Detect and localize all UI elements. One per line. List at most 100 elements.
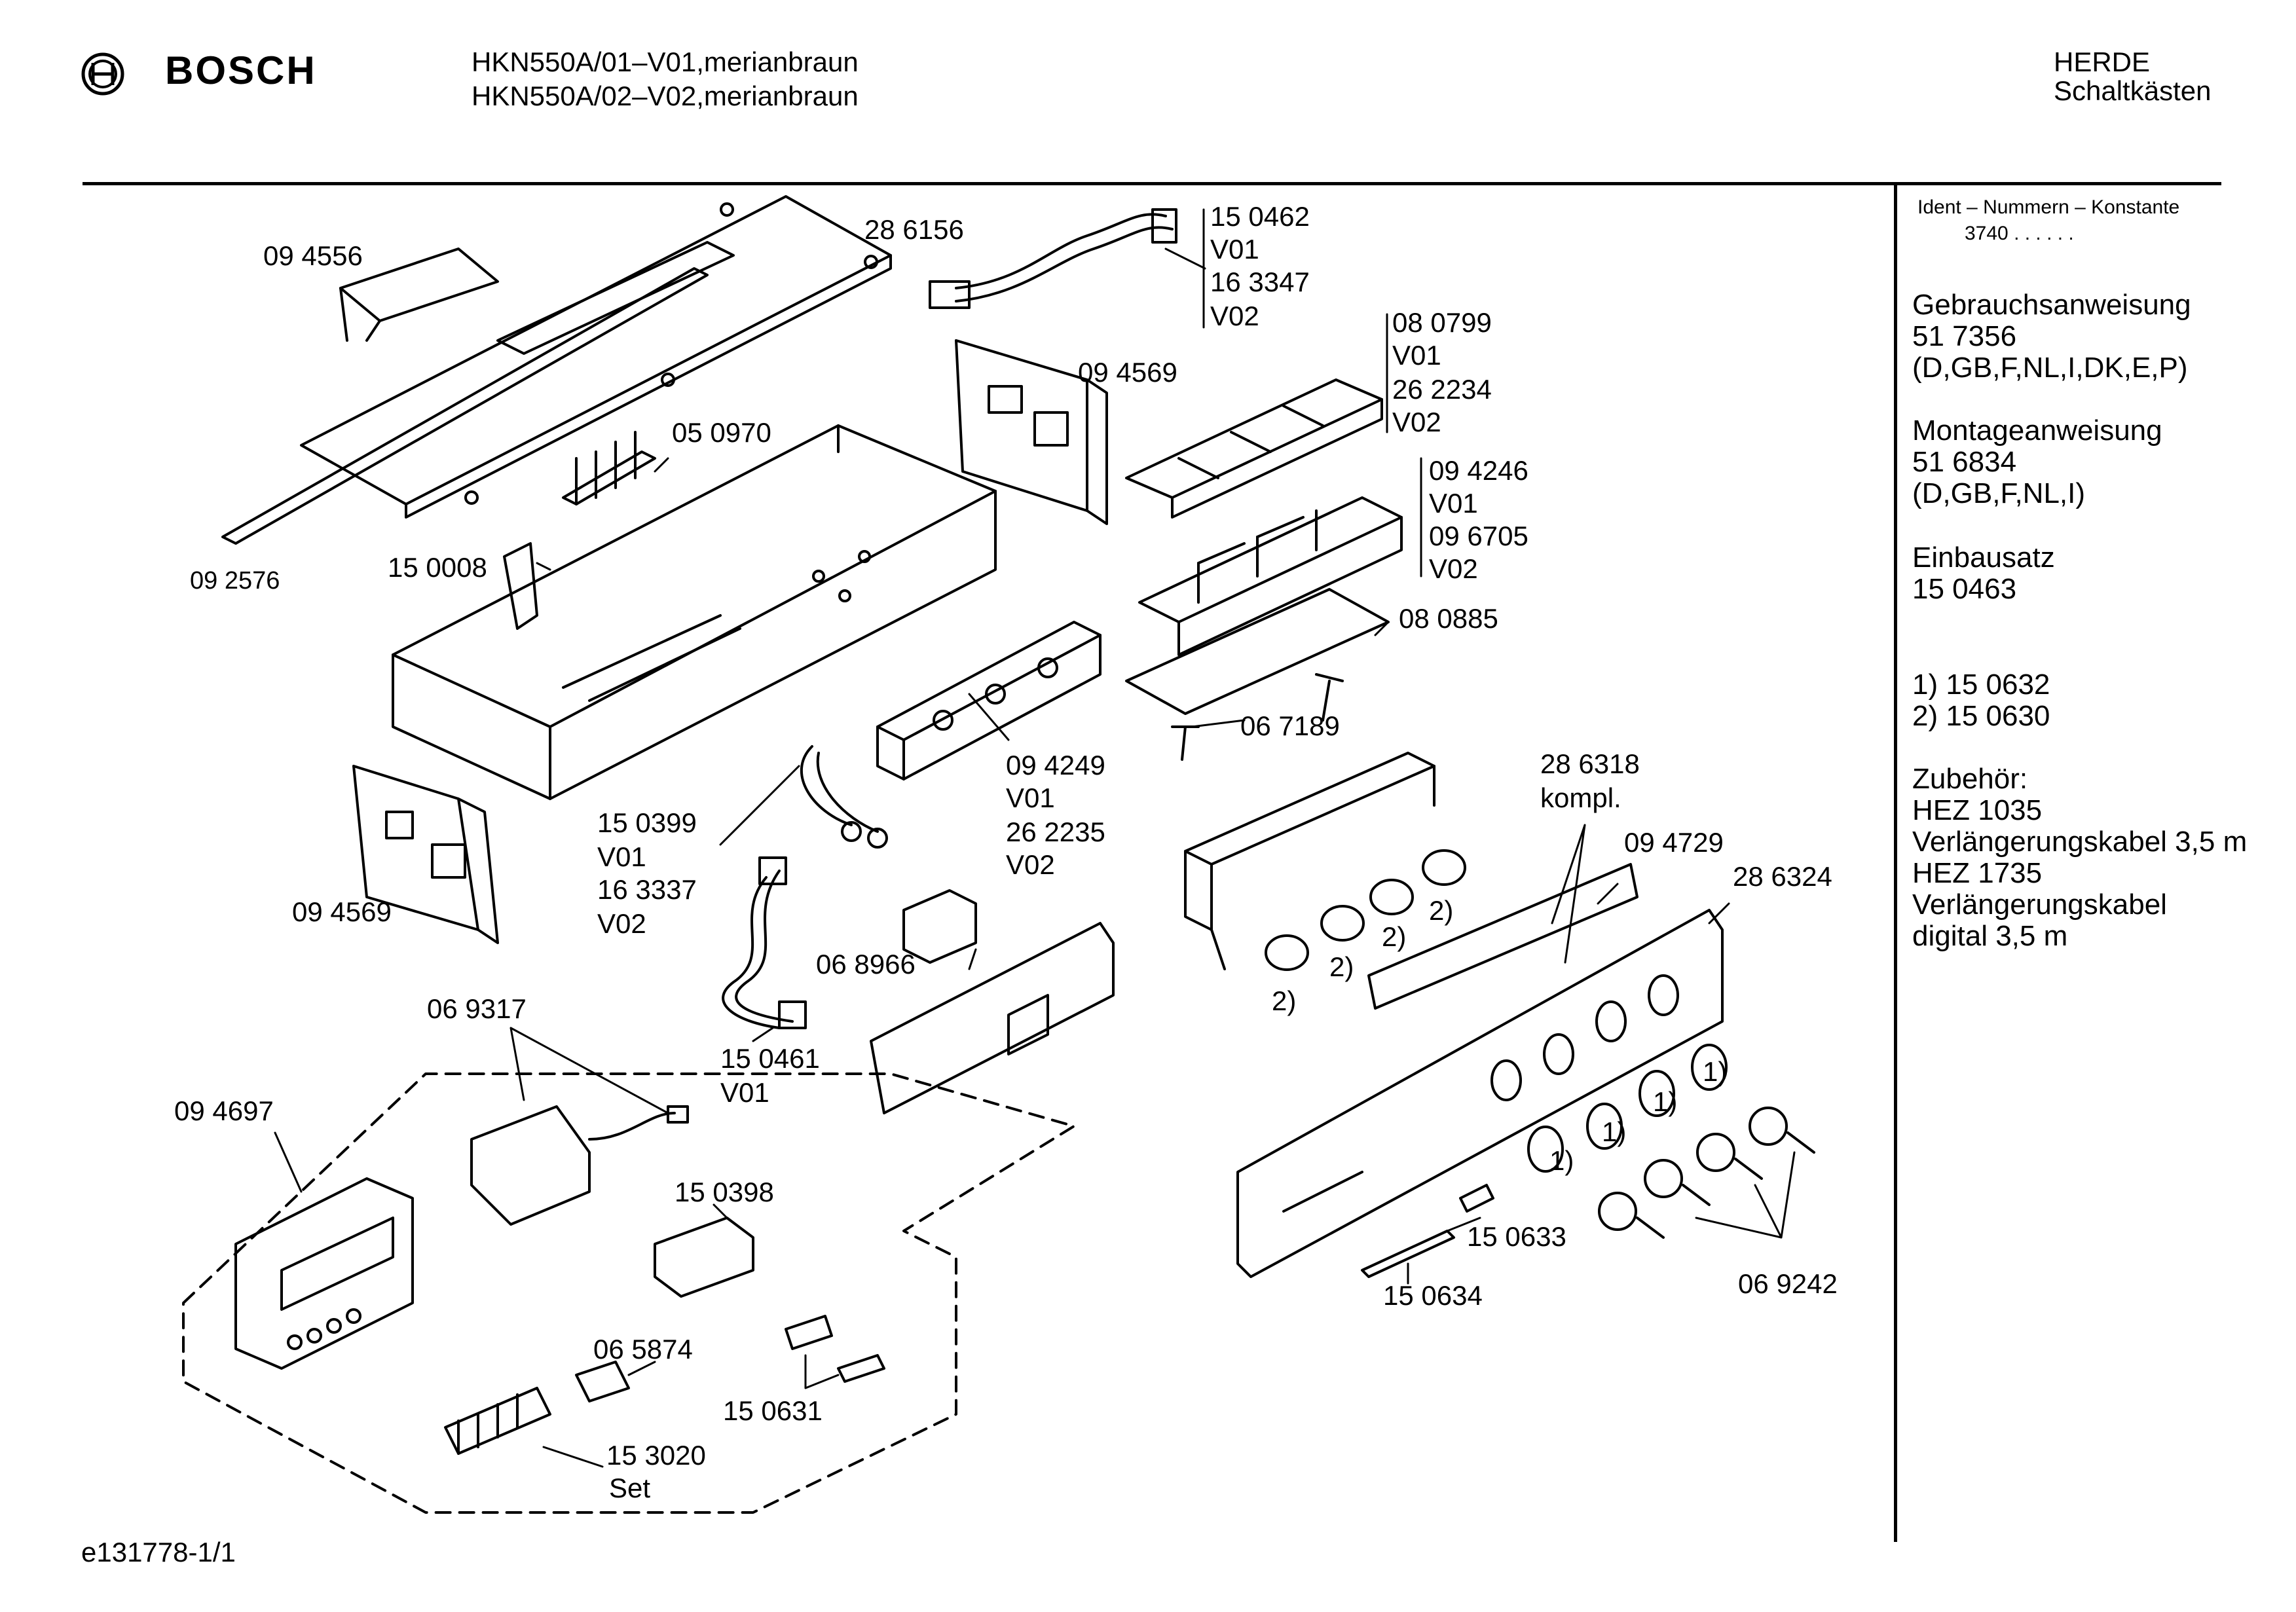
- cable-part: [722, 745, 888, 1029]
- callout-080799-a: 08 0799: [1392, 307, 1492, 338]
- ident-title: Ident – Nummern – Konstante: [1917, 196, 2180, 218]
- callout-150633: 15 0633: [1467, 1221, 1566, 1252]
- callout-150461-a: 15 0461: [720, 1043, 820, 1074]
- callout-092576: 09 2576: [190, 567, 280, 595]
- housing-part: [392, 424, 997, 800]
- exploded-diagram: [182, 195, 1815, 1514]
- small-switch-part: [654, 1217, 754, 1298]
- model-line-1: HKN550A/01–V01,merianbraun: [472, 46, 859, 77]
- callout-286324: 28 6324: [1733, 861, 1832, 892]
- side-bracket-lower-part: [352, 765, 499, 944]
- callout-094249-c: 26 2235: [1006, 816, 1105, 847]
- callout-080799-c: 26 2234: [1392, 374, 1492, 405]
- sidebar-line: 51 6834: [1912, 446, 2017, 478]
- footnote-2-b: 2): [1382, 921, 1407, 952]
- pcb-part: [1367, 863, 1639, 1010]
- footnote-2-a: 2): [1429, 895, 1454, 926]
- sidebar-line: 2) 15 0630: [1912, 700, 2050, 732]
- callout-150634: 15 0634: [1383, 1280, 1483, 1311]
- callout-150399-c: 16 3337: [597, 874, 697, 905]
- rail-part: [221, 267, 709, 545]
- callout-094246-b: V01: [1429, 488, 1478, 519]
- callout-080799-d: V02: [1392, 407, 1441, 437]
- ident-value: 3740 . . . . . .: [1965, 223, 2074, 244]
- cover-plate-part: [300, 195, 892, 519]
- sidebar-line: digital 3,5 m: [1912, 920, 2068, 952]
- callout-094697: 09 4697: [174, 1095, 274, 1126]
- sidebar-line: Verlängerungskabel 3,5 m: [1912, 826, 2248, 858]
- callout-150008: 15 0008: [388, 552, 487, 583]
- callout-068966: 06 8966: [816, 949, 916, 980]
- callout-153020-a: 15 3020: [606, 1440, 706, 1471]
- sidebar-line: 15 0463: [1912, 573, 2017, 605]
- callout-094246-d: V02: [1429, 553, 1478, 584]
- sidebar-line: 1) 15 0632: [1912, 669, 2050, 701]
- side-bracket-upper-part: [955, 339, 1108, 525]
- set-outline: [182, 1072, 1075, 1514]
- sidebar-line: HEZ 1735: [1912, 857, 2043, 889]
- callout-050970: 05 0970: [672, 417, 771, 448]
- footnote-1-a: 1): [1703, 1056, 1728, 1087]
- terminal-strip-part: [562, 431, 656, 505]
- sidebar-line: Verlängerungskabel: [1912, 888, 2167, 921]
- control-module-part: [876, 621, 1102, 780]
- sidebar-line: HEZ 1035: [1912, 794, 2043, 826]
- panel-bracket-part: [1184, 752, 1435, 970]
- transformer-part: [902, 889, 977, 964]
- callout-094569-lower: 09 4569: [292, 896, 392, 927]
- switch-block-part: [1138, 496, 1403, 656]
- brand-name: BOSCH: [165, 48, 317, 92]
- sidebar-line: Gebrauchsanweisung: [1912, 289, 2191, 321]
- callout-150398: 15 0398: [675, 1177, 774, 1207]
- callout-094246-a: 09 4246: [1429, 455, 1528, 486]
- sidebar-line: Zubehör:: [1912, 763, 2028, 795]
- callout-094249-a: 09 4249: [1006, 750, 1105, 780]
- knob-insert-part: [1265, 849, 1466, 971]
- ring-part: [1527, 1044, 1728, 1173]
- callout-150631: 15 0631: [723, 1395, 823, 1426]
- callout-150461-b: V01: [720, 1077, 769, 1108]
- callout-094569-upper: 09 4569: [1078, 357, 1177, 388]
- footnote-1-b: 1): [1653, 1086, 1678, 1117]
- slider-part: [1361, 1184, 1494, 1278]
- callout-069242: 06 9242: [1738, 1268, 1838, 1299]
- callout-065874: 06 5874: [593, 1334, 693, 1365]
- footnote-2-d: 2): [1272, 985, 1297, 1016]
- switch-frame-part: [1125, 378, 1383, 519]
- callout-150462-c: 16 3347: [1210, 266, 1310, 297]
- callout-153020-b: Set: [609, 1473, 651, 1503]
- mounting-plate-part: [870, 922, 1115, 1114]
- bosch-logo-icon: [80, 51, 126, 100]
- callout-150399-a: 15 0399: [597, 807, 697, 838]
- callout-080799-b: V01: [1392, 340, 1441, 371]
- sidebar-line: (D,GB,F,NL,I,DK,E,P): [1912, 352, 2188, 384]
- footnote-1-d: 1): [1549, 1145, 1574, 1176]
- knob-part: [1598, 1107, 1815, 1239]
- sidebar-divider: [1894, 185, 1897, 1542]
- sidebar-line: 51 7356: [1912, 320, 2017, 352]
- callout-150399-d: V02: [597, 908, 646, 939]
- model-line-2: HKN550A/02–V02,merianbraun: [472, 81, 859, 111]
- callout-286156: 28 6156: [864, 214, 964, 245]
- callout-286318-a: 28 6318: [1540, 748, 1640, 779]
- callout-150462-d: V02: [1210, 301, 1259, 331]
- callout-150462-b: V01: [1210, 234, 1259, 265]
- callout-094246-c: 09 6705: [1429, 521, 1528, 551]
- callout-080885: 08 0885: [1399, 603, 1498, 634]
- sidebar-line: Einbausatz: [1912, 541, 2055, 574]
- harness-top-part: [929, 208, 1177, 309]
- callout-150462-a: 15 0462: [1210, 201, 1310, 232]
- sidebar-line: Montageanweisung: [1912, 414, 2162, 447]
- callout-286318-b: kompl.: [1540, 782, 1621, 813]
- category-line-1: HERDE: [2054, 46, 2151, 77]
- leader-lines: [274, 208, 1796, 1468]
- front-panel-part: [1236, 909, 1724, 1278]
- bracket-part: [339, 247, 499, 342]
- button-set-part: [444, 1387, 551, 1455]
- callout-094729: 09 4729: [1624, 827, 1724, 858]
- sidebar-line: (D,GB,F,NL,I): [1912, 477, 2086, 509]
- callout-067189: 06 7189: [1240, 710, 1340, 741]
- footnote-1-c: 1): [1602, 1116, 1627, 1147]
- callout-094249-b: V01: [1006, 782, 1055, 813]
- connector-part: [785, 1315, 885, 1383]
